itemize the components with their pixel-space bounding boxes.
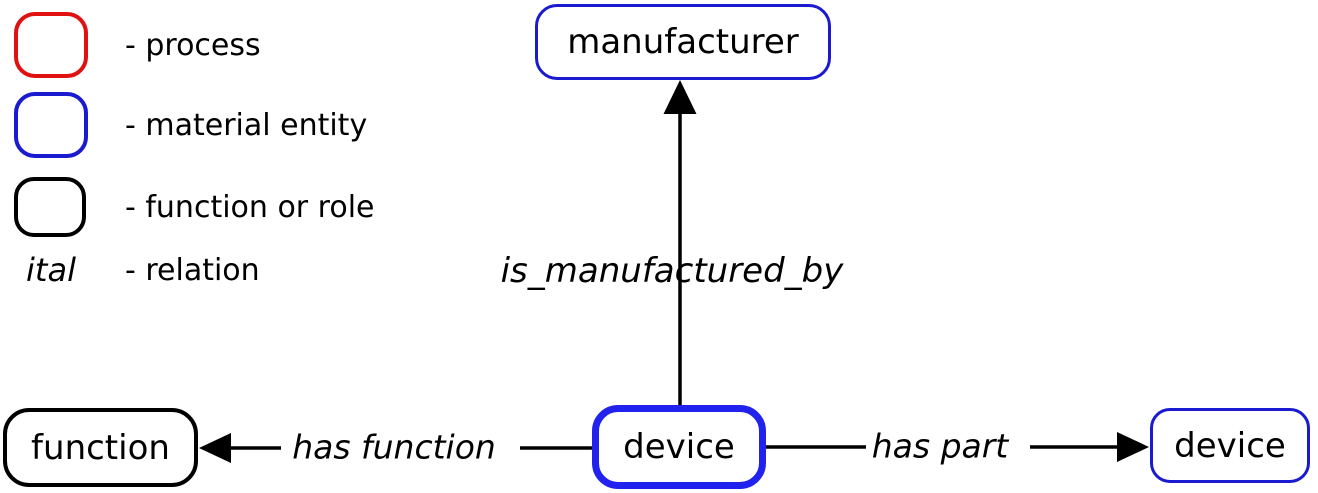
legend-label-material-entity: - material entity — [125, 107, 368, 143]
legend-item-relation: ital - relation — [14, 248, 260, 292]
node-device-main: device — [592, 405, 766, 489]
relation-label-has-part: has part — [871, 426, 1009, 466]
node-device-main-label: device — [623, 427, 735, 467]
node-device-part: device — [1150, 408, 1310, 483]
node-manufacturer: manufacturer — [535, 4, 831, 80]
legend-label-function-or-role: - function or role — [125, 189, 375, 225]
node-manufacturer-label: manufacturer — [567, 22, 799, 62]
material-entity-shape-icon — [14, 92, 88, 158]
node-function-label: function — [31, 427, 170, 468]
legend-label-process: - process — [125, 27, 261, 63]
legend-item-function-or-role: - function or role — [14, 177, 375, 237]
legend-label-relation: - relation — [125, 252, 260, 288]
relation-label-has-function: has function — [292, 427, 496, 467]
legend-item-process: - process — [14, 12, 261, 78]
node-device-part-label: device — [1174, 425, 1286, 466]
node-function: function — [3, 408, 198, 487]
arrowhead-left-icon — [199, 433, 231, 463]
italic-sample-text: ital — [26, 251, 76, 289]
legend-item-material-entity: - material entity — [14, 92, 367, 158]
process-shape-icon — [14, 12, 88, 78]
function-or-role-shape-icon — [14, 177, 86, 237]
relation-label-is-manufactured-by: is_manufactured_by — [500, 251, 844, 291]
arrowhead-up-icon — [663, 80, 697, 114]
arrowhead-right-icon — [1117, 432, 1149, 462]
